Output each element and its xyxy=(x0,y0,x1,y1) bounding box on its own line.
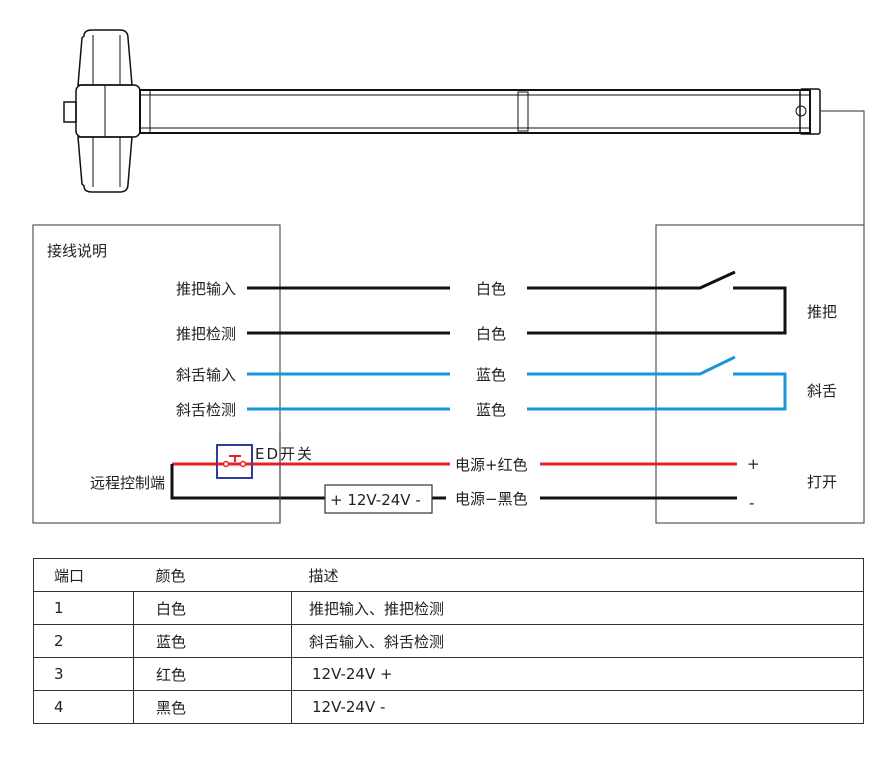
label-push-detect: 推把检测 xyxy=(176,325,236,343)
wire-latch-loop xyxy=(527,372,787,411)
header-port: 端口 xyxy=(33,558,134,592)
wire-push-loop xyxy=(527,286,787,335)
wire-label-white-1: 白色 xyxy=(476,280,506,298)
right-label-latch: 斜舌 xyxy=(807,382,837,400)
cell-port: 4 xyxy=(33,690,134,724)
wire-black-left xyxy=(170,464,325,500)
header-desc: 描述 xyxy=(291,558,864,592)
ed-switch-icon xyxy=(216,444,253,479)
terminal-minus: - xyxy=(749,494,754,512)
label-push-input: 推把输入 xyxy=(176,280,236,298)
cell-desc: 12V-24V + xyxy=(291,657,864,691)
header-color: 颜色 xyxy=(133,558,292,592)
cell-port: 2 xyxy=(33,624,134,658)
port-table: 端口 颜色 描述 1 白色 推把输入、推把检测 2 蓝色 斜舌输入、斜舌检测 3… xyxy=(33,558,864,724)
cell-port: 1 xyxy=(33,591,134,625)
cell-color: 蓝色 xyxy=(133,624,292,658)
right-label-push: 推把 xyxy=(807,303,837,321)
cell-desc: 12V-24V - xyxy=(291,690,864,724)
wire-label-black: 电源−黑色 xyxy=(455,490,528,508)
wire-label-white-2: 白色 xyxy=(476,325,506,343)
terminal-plus: + xyxy=(747,455,760,473)
wire-label-red: 电源+红色 xyxy=(455,456,528,474)
table-row: 4 黑色 12V-24V - xyxy=(33,690,864,724)
right-label-open: 打开 xyxy=(807,473,837,491)
wire-latch-input-right xyxy=(527,355,736,376)
cell-color: 黑色 xyxy=(133,690,292,724)
power-supply-box xyxy=(324,484,433,514)
diagram-title: 接线说明 xyxy=(47,242,107,260)
connection-line xyxy=(820,110,865,225)
power-supply-label: + 12V-24V - xyxy=(330,491,421,509)
cell-port: 3 xyxy=(33,657,134,691)
table-row: 1 白色 推把输入、推把检测 xyxy=(33,591,864,625)
table-row: 2 蓝色 斜舌输入、斜舌检测 xyxy=(33,624,864,658)
cell-desc: 斜舌输入、斜舌检测 xyxy=(291,624,864,658)
label-latch-detect: 斜舌检测 xyxy=(176,401,236,419)
cell-color: 红色 xyxy=(133,657,292,691)
label-latch-input: 斜舌输入 xyxy=(176,366,236,384)
table-header-row: 端口 颜色 描述 xyxy=(33,558,864,592)
cell-color: 白色 xyxy=(133,591,292,625)
cell-desc: 推把输入、推把检测 xyxy=(291,591,864,625)
push-bar-device xyxy=(63,29,821,193)
wire-label-blue-2: 蓝色 xyxy=(476,401,506,419)
ed-switch-label: ED开关 xyxy=(255,445,314,463)
table-row: 3 红色 12V-24V + xyxy=(33,657,864,691)
wire-push-input-right xyxy=(527,270,736,290)
label-remote-control: 远程控制端 xyxy=(90,474,165,492)
wire-label-blue-1: 蓝色 xyxy=(476,366,506,384)
